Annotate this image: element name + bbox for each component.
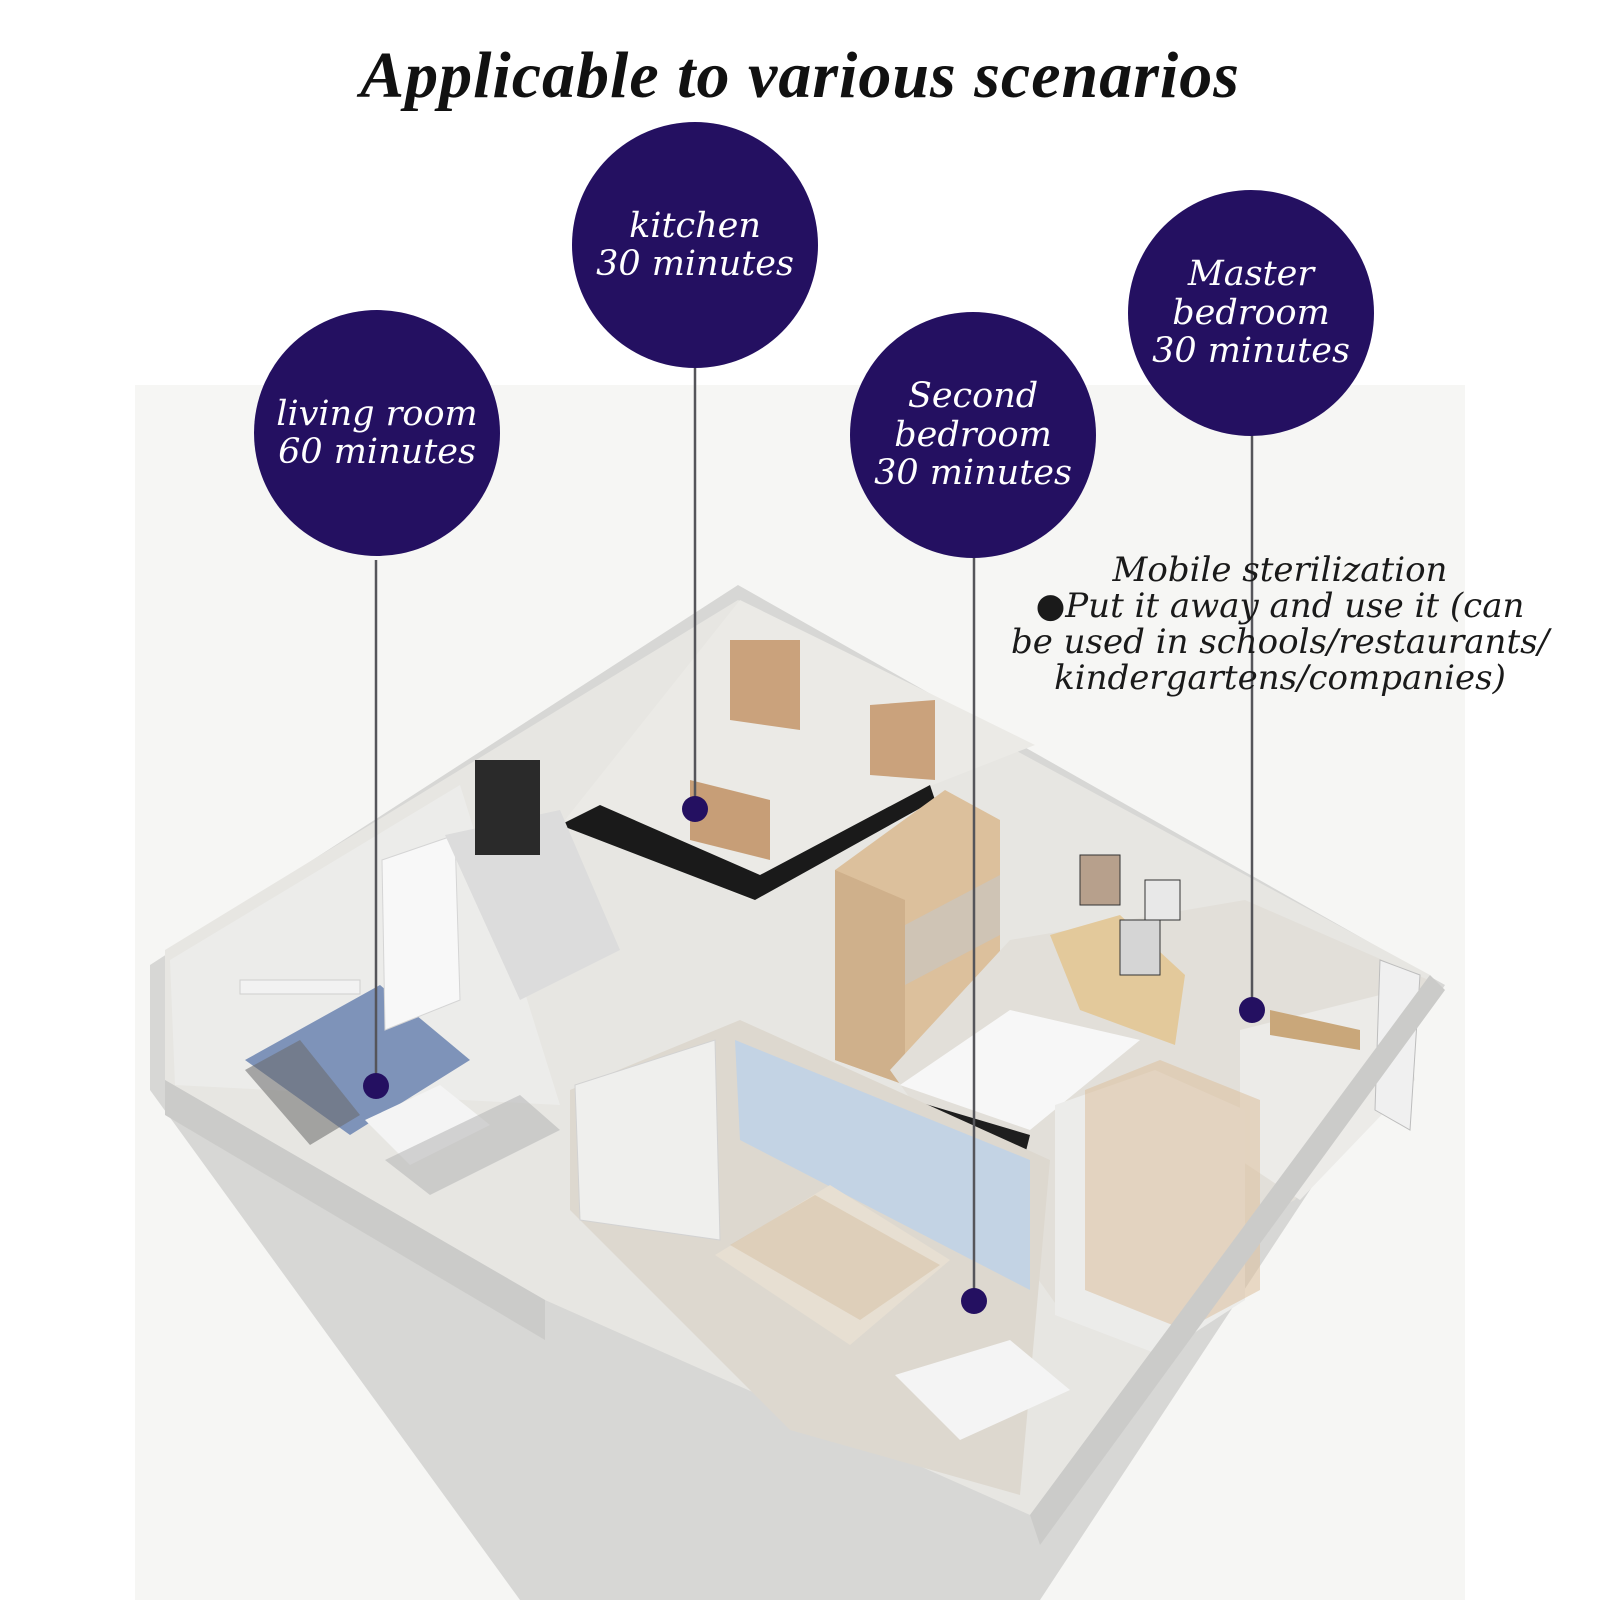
- living-room-label: living room: [276, 393, 478, 434]
- master-bedroom-label-2: bedroom: [1172, 292, 1330, 333]
- living-room-bubble: living room 60 minutes: [254, 310, 500, 556]
- second-bedroom-label-1: Second: [907, 376, 1039, 417]
- second-bedroom-label-2: bedroom: [894, 414, 1052, 455]
- note-line-1: Mobile sterilization: [1112, 550, 1448, 590]
- kitchen-bubble: kitchen 30 minutes: [572, 122, 818, 368]
- living-room-marker-dot: [363, 1073, 389, 1099]
- mobile-sterilization-note: Mobile sterilization ●Put it away and us…: [990, 552, 1570, 696]
- living-room-duration: 60 minutes: [278, 432, 476, 472]
- master-bedroom-duration: 30 minutes: [1152, 331, 1350, 372]
- note-line-4: kindergartens/companies): [1054, 658, 1506, 698]
- second-bedroom-duration: 30 minutes: [874, 453, 1072, 494]
- kitchen-marker-dot: [682, 796, 708, 822]
- page-title: Applicable to various scenarios: [360, 39, 1240, 112]
- second-bedroom-marker-dot: [961, 1288, 987, 1314]
- note-line-3: be used in schools/restaurants/: [1010, 622, 1550, 662]
- note-line-2: ●Put it away and use it (can: [1035, 586, 1525, 626]
- second-bedroom-bubble: Second bedroom 30 minutes: [850, 312, 1096, 558]
- kitchen-duration: 30 minutes: [596, 244, 794, 284]
- kitchen-label: kitchen: [629, 205, 761, 246]
- master-bedroom-bubble: Master bedroom 30 minutes: [1128, 190, 1374, 436]
- master-bedroom-marker-dot: [1239, 997, 1265, 1023]
- master-bedroom-label-1: Master: [1187, 254, 1315, 295]
